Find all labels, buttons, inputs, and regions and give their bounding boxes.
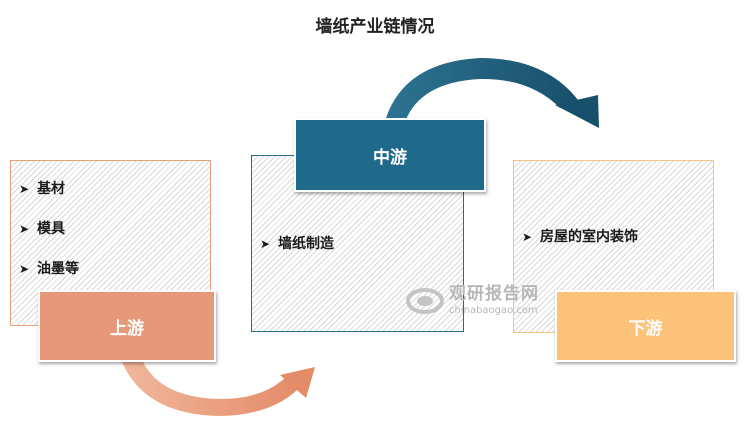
- watermark: 观研报告网 chinabaogao.com: [405, 286, 539, 316]
- midstream-list: ➤墙纸制造: [260, 234, 334, 274]
- downstream-label: 下游: [555, 290, 736, 362]
- watermark-brand: 观研报告网: [449, 284, 539, 304]
- upstream-label: 上游: [38, 290, 216, 362]
- arrow-up-to-mid: [122, 360, 315, 416]
- list-item: ➤墙纸制造: [260, 236, 334, 252]
- midstream-label: 中游: [294, 118, 486, 192]
- bullet-arrow-icon: ➤: [19, 262, 30, 276]
- bullet-arrow-icon: ➤: [522, 230, 533, 244]
- bullet-arrow-icon: ➤: [19, 182, 30, 196]
- watermark-logo-icon: [406, 288, 444, 314]
- diagram-title: 墙纸产业链情况: [315, 17, 435, 37]
- arrow-mid-to-down: [386, 58, 599, 128]
- list-item: ➤基材: [19, 181, 65, 197]
- list-item: ➤油墨等: [19, 261, 79, 277]
- downstream-list: ➤房屋的室内装饰: [522, 227, 638, 267]
- list-item: ➤房屋的室内装饰: [522, 229, 638, 245]
- list-item: ➤模具: [19, 221, 65, 237]
- bullet-arrow-icon: ➤: [260, 237, 271, 251]
- bullet-arrow-icon: ➤: [19, 222, 30, 236]
- upstream-list: ➤基材 ➤模具 ➤油墨等: [19, 179, 79, 299]
- watermark-url: chinabaogao.com: [449, 305, 538, 316]
